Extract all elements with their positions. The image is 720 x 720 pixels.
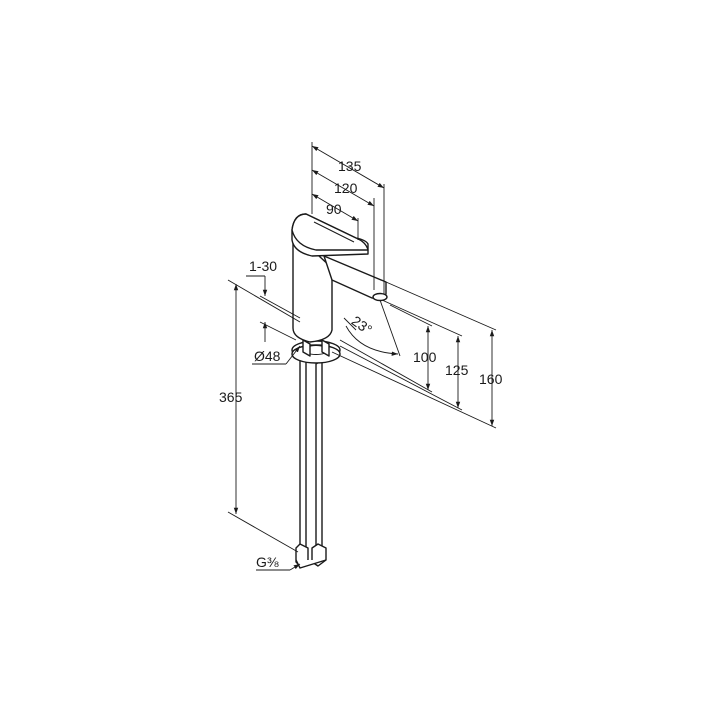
label-160: 160 [479, 371, 503, 387]
label-125: 125 [445, 362, 469, 378]
lever-handle [291, 213, 369, 257]
spout [323, 255, 387, 300]
label-100: 100 [413, 349, 437, 365]
faucet [291, 213, 388, 569]
dim-line-90 [311, 193, 359, 222]
label-1-30: 1-30 [249, 258, 277, 274]
aerator [372, 292, 388, 302]
label-90: 90 [326, 201, 342, 217]
fixing-ring [291, 339, 341, 364]
dim-line-120 [311, 169, 375, 207]
label-diameter-48: Ø48 [254, 348, 281, 364]
label-365: 365 [219, 389, 243, 405]
dim-arc-23 [345, 325, 399, 356]
label-thread-g3-8: G⅜ [256, 554, 279, 570]
faucet-body [292, 231, 333, 343]
label-120: 120 [334, 180, 358, 196]
label-135: 135 [338, 158, 362, 174]
label-23-degrees: 23° [349, 313, 376, 338]
dimension-lines [227, 142, 497, 571]
supply-hoses [295, 359, 327, 569]
